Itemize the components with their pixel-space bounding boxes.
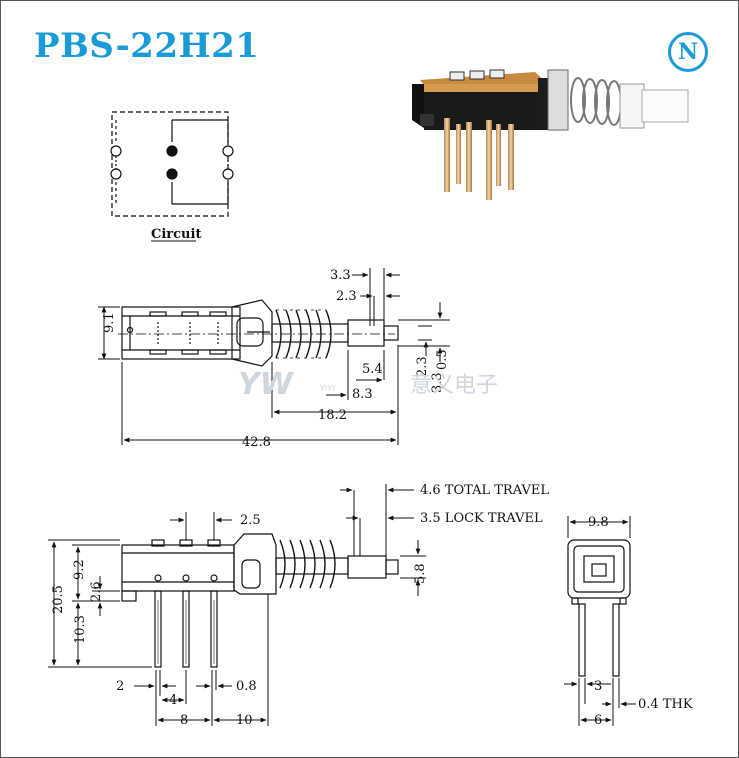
- dim-3: 3: [594, 679, 602, 694]
- lock-travel-label: 3.5 LOCK TRAVEL: [420, 511, 543, 526]
- front-view: [121, 533, 399, 668]
- side-view-dimensions: [98, 268, 450, 445]
- svg-text:意义电子: 意义电子: [410, 373, 498, 398]
- dim-10: 10: [236, 713, 253, 728]
- svg-text:YW: YW: [238, 367, 295, 402]
- dim-6: 6: [594, 713, 602, 728]
- dim-4: 4: [169, 693, 177, 708]
- front-view-labels: 2.5 4.6 TOTAL TRAVEL 3.5 LOCK TRAVEL 5.8…: [51, 483, 549, 728]
- dim-9-8: 9.8: [588, 515, 609, 530]
- total-travel-label: 4.6 TOTAL TRAVEL: [420, 483, 549, 498]
- end-view-dimensions: [564, 516, 636, 726]
- dim-10-3: 10.3: [73, 615, 88, 644]
- side-view: [118, 299, 399, 367]
- dim-18-2: 18.2: [318, 408, 347, 423]
- dim-3-3: 3.3: [330, 268, 351, 283]
- dim-2: 2: [116, 679, 124, 694]
- front-view-dimensions: [48, 484, 426, 726]
- dim-9-1: 9.1: [102, 312, 117, 333]
- thickness-label: 0.4 THK: [638, 697, 693, 712]
- dim-5-8: 5.8: [413, 563, 428, 584]
- svg-text:YIYI: YIYI: [319, 384, 335, 393]
- dim-2-6: 2.6: [89, 581, 104, 602]
- dim-2-5: 2.5: [240, 513, 261, 528]
- end-view: [567, 539, 631, 677]
- product-photo: [412, 69, 689, 200]
- dim-0-5: 0.5: [435, 349, 450, 370]
- dim-8-3: 8.3: [352, 387, 373, 402]
- end-view-labels: 9.8 3 6 0.4 THK: [588, 515, 693, 728]
- dim-9-2: 9.2: [72, 559, 87, 580]
- dim-8: 8: [180, 713, 188, 728]
- dim-2-3: 2.3: [336, 289, 357, 304]
- dim-42-8: 42.8: [242, 435, 271, 450]
- brand-badge: N: [668, 32, 708, 72]
- circuit-schematic: [110, 111, 234, 217]
- dim-3-3-vertical: 3.3: [430, 372, 445, 393]
- watermark: YW YIYI 意义电子: [238, 367, 498, 402]
- dim-20-5: 20.5: [51, 585, 66, 614]
- dim-5-4: 5.4: [362, 362, 383, 377]
- circuit-label: Circuit: [151, 227, 201, 242]
- side-view-labels: 3.3 2.3 9.1 5.4 8.3 2.3 3.3 0.5 18.2 42.…: [102, 268, 450, 450]
- dim-0-8: 0.8: [236, 679, 257, 694]
- dim-2-3-vertical: 2.3: [415, 356, 430, 377]
- product-title: PBS-22H21: [34, 26, 260, 66]
